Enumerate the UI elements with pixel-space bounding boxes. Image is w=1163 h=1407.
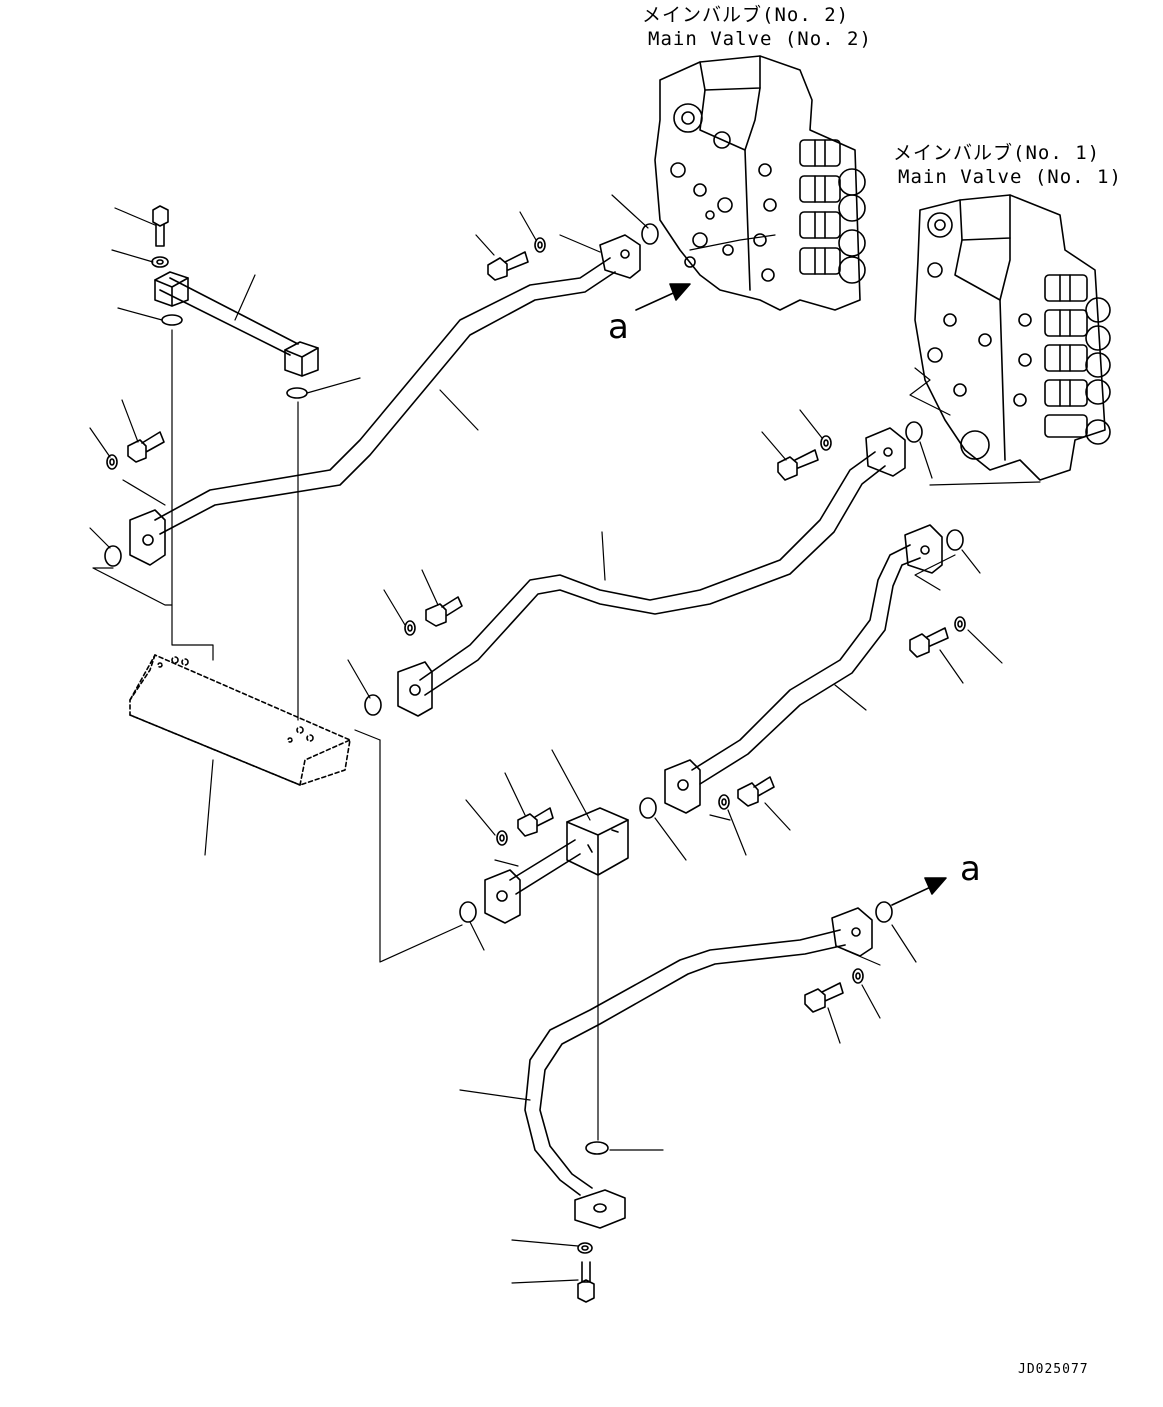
valve-no2-label-jp: メインバルブ(No. 2) xyxy=(642,4,850,26)
main-valve-no2 xyxy=(654,55,866,311)
pipe-upper xyxy=(104,223,659,567)
view-arrow-top xyxy=(635,283,691,311)
junction-block xyxy=(459,807,629,924)
pipe-middle xyxy=(364,421,923,717)
leader-lines xyxy=(89,194,1041,1284)
valve-no1-label-en: Main Valve (No. 1) xyxy=(898,166,1122,188)
valve-no2-label-en: Main Valve (No. 2) xyxy=(648,28,872,50)
main-valve-no1 xyxy=(914,194,1111,481)
view-arrow-bottom xyxy=(891,877,947,906)
document-id: JD025077 xyxy=(1018,1362,1089,1377)
pipe-bottom xyxy=(524,901,893,1303)
manifold-block xyxy=(129,654,351,786)
view-arrow-bottom-label: a xyxy=(960,849,981,889)
short-tube xyxy=(151,205,319,399)
pipe-lower-right xyxy=(639,524,966,819)
valve-no1-label-jp: メインバルブ(No. 1) xyxy=(893,142,1101,164)
view-arrow-top-label: a xyxy=(608,307,629,347)
